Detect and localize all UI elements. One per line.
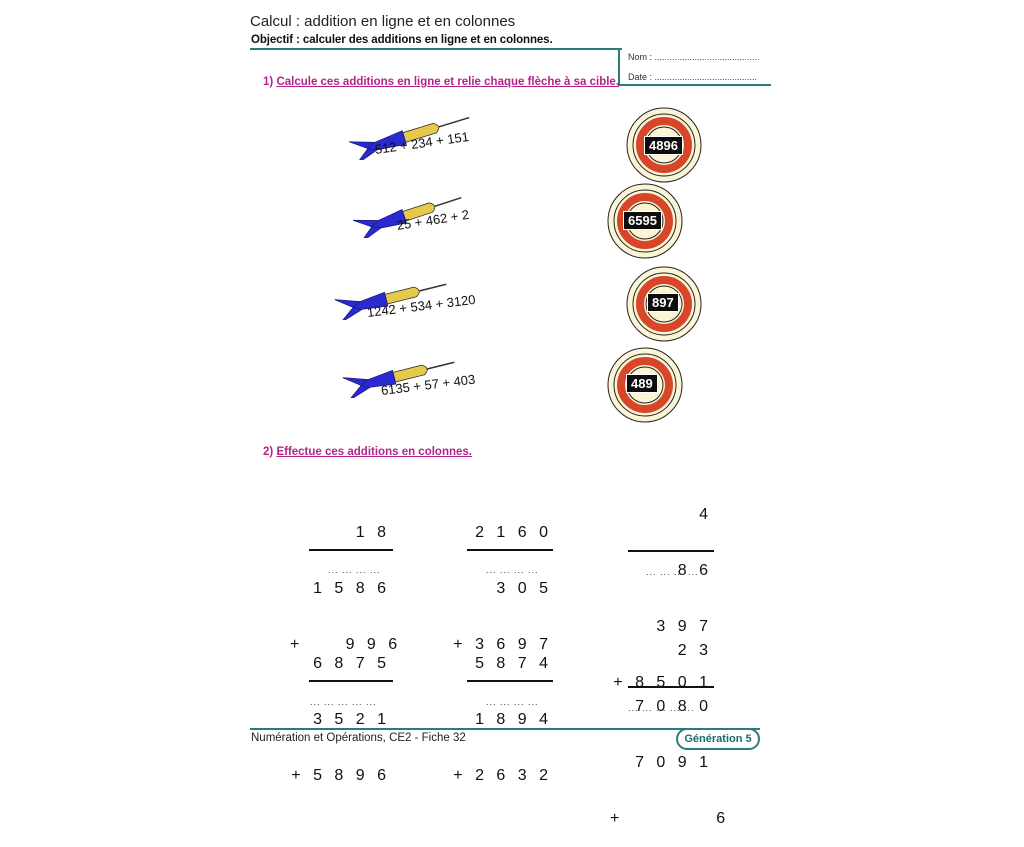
sum-row: 5 8 7 4 xyxy=(475,655,552,672)
sum-3-answer[interactable]: ... ... ... ... xyxy=(646,567,699,577)
sum-5: 5 8 7 4 1 8 9 4 + 2 6 3 2 xyxy=(450,618,552,804)
sum-1-line xyxy=(309,549,393,551)
page-title: Calcul : addition en ligne et en colonne… xyxy=(250,13,516,30)
dart-3[interactable] xyxy=(332,276,450,325)
dart-icon xyxy=(342,361,455,402)
exercise-2-heading: 2) Effectue ces additions en colonnes. xyxy=(263,446,472,458)
date-field[interactable]: Date : .................................… xyxy=(628,72,758,82)
name-field[interactable]: Nom : ..................................… xyxy=(628,52,760,62)
footer-text: Numération et Opérations, CE2 - Fiche 32 xyxy=(251,732,466,744)
sum-row: 1 8 9 4 xyxy=(475,711,552,728)
header-rule xyxy=(250,48,622,50)
exercise-2-number: 2) xyxy=(263,446,274,458)
sum-5-answer[interactable]: ... ... ... ... xyxy=(486,697,539,707)
exercise-1-heading: 1) Calcule ces additions en ligne et rel… xyxy=(263,76,619,88)
sum-6-answer[interactable]: ... ... ... ... ... xyxy=(628,703,695,713)
target-1[interactable]: 4896 xyxy=(626,107,702,183)
sum-6: 2 3 7 0 8 0 7 0 9 1 + 6 xyxy=(610,605,730,847)
sum-row: 1 8 xyxy=(355,524,390,541)
dart-1[interactable] xyxy=(344,112,474,166)
sum-row: + 9 9 6 xyxy=(290,636,402,653)
brand-badge: Génération 5 xyxy=(676,728,760,750)
sum-3-line xyxy=(628,550,714,552)
sum-row: 3 5 2 1 xyxy=(313,711,390,728)
name-date-box-rule xyxy=(618,84,771,86)
sum-row: 2 3 xyxy=(677,642,712,659)
sum-row: + 8 5 0 1 xyxy=(613,674,712,691)
sum-5-line xyxy=(467,680,553,682)
sum-row: 2 1 6 0 xyxy=(475,524,552,541)
target-2[interactable]: 6595 xyxy=(607,183,683,259)
sum-row: 8 6 xyxy=(677,562,712,579)
target-3-number: 897 xyxy=(647,293,679,312)
sum-4: 6 8 7 5 3 5 2 1 + 5 8 9 6 xyxy=(290,618,390,804)
exercise-1-instruction: Calcule ces additions en ligne et relie … xyxy=(276,76,620,88)
sum-row: + 3 6 9 7 xyxy=(453,636,552,653)
sum-row: 7 0 9 1 xyxy=(635,754,712,771)
dart-icon xyxy=(334,283,447,324)
sum-4-line xyxy=(309,680,393,682)
target-3[interactable]: 897 xyxy=(626,266,702,342)
target-4[interactable]: 489 xyxy=(607,347,683,423)
target-1-number: 4896 xyxy=(644,136,683,155)
dart-4[interactable] xyxy=(340,354,458,403)
sum-row: 3 0 5 xyxy=(496,580,552,597)
sum-row: + 2 6 3 2 xyxy=(453,767,552,784)
sum-6-line xyxy=(628,686,714,688)
objective-text: Objectif : calculer des additions en lig… xyxy=(251,34,553,46)
sum-2-line xyxy=(467,549,553,551)
sum-2: 2 1 6 0 3 0 5 + 3 6 9 7 xyxy=(450,487,552,673)
sum-3: 4 8 6 3 9 7 + 8 5 0 1 xyxy=(610,469,712,711)
sum-row: 1 5 8 6 xyxy=(313,580,390,597)
target-2-number: 6595 xyxy=(623,211,662,230)
sum-4-answer[interactable]: ... ... ... ... ... xyxy=(310,697,377,707)
sum-2-answer[interactable]: ... ... ... ... xyxy=(486,565,539,575)
name-date-box xyxy=(618,48,772,86)
sum-row: + 5 8 9 6 xyxy=(291,767,390,784)
dart-2[interactable] xyxy=(350,192,466,244)
sum-1: 1 8 1 5 8 6 + 9 9 6 xyxy=(290,487,402,673)
sum-row: 3 9 7 xyxy=(656,618,712,635)
sum-1-answer[interactable]: ... ... ... ... xyxy=(328,565,381,575)
exercise-2-instruction: Effectue ces additions en colonnes. xyxy=(276,446,472,458)
sum-row: 4 xyxy=(699,506,712,523)
exercise-1-number: 1) xyxy=(263,76,274,88)
footer-rule xyxy=(250,728,760,730)
sum-row: 6 8 7 5 xyxy=(313,655,390,672)
target-4-number: 489 xyxy=(626,374,658,393)
sum-row: 7 0 8 0 xyxy=(635,698,712,715)
sum-row: + 6 xyxy=(610,810,730,827)
